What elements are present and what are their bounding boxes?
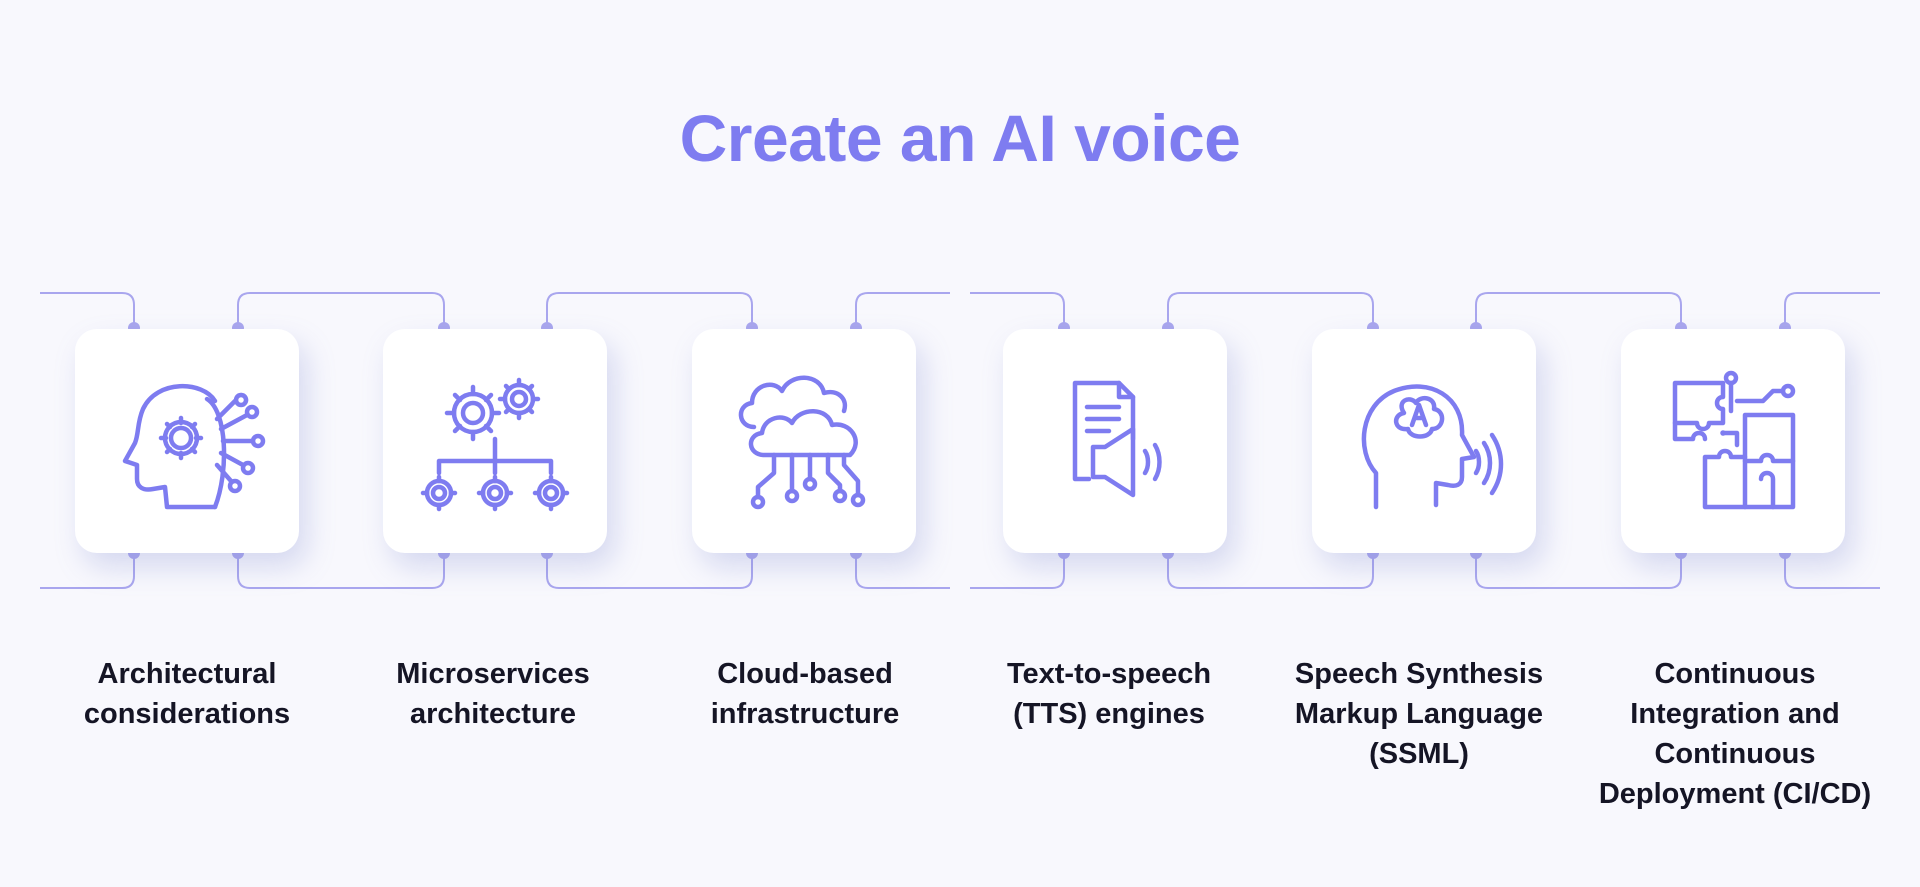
step-card-cicd	[1621, 329, 1845, 553]
connector-bottom-3	[855, 553, 950, 589]
step-card-architectural	[75, 329, 299, 553]
step-card-cloud	[692, 329, 916, 553]
connector-top-5	[1167, 292, 1374, 328]
document-speaker-icon	[1072, 380, 1162, 498]
connector-top-3	[855, 292, 950, 328]
connector-bottom-2	[546, 553, 753, 589]
connector-bottom-4	[970, 553, 1065, 589]
connector-top-1	[237, 292, 445, 328]
connector-top-6	[1475, 292, 1682, 328]
step-label-microservices: Microservices architecture	[396, 658, 590, 730]
step-card-ssml	[1312, 329, 1536, 553]
connector-bottom-5	[1167, 553, 1374, 589]
connector-top-4	[970, 292, 1065, 328]
connector-top-left-edge	[40, 292, 135, 328]
ai-head-speaking-icon	[1361, 384, 1504, 510]
step-label-tts: Text-to-speech (TTS) engines	[1006, 658, 1212, 730]
page-title: Create an AI voice	[679, 101, 1241, 175]
connector-bottom-6	[1475, 553, 1682, 589]
step-card-tts	[1003, 329, 1227, 553]
connector-top-2	[546, 292, 753, 328]
ai-head-gear-circuit-icon	[122, 383, 266, 510]
puzzle-circuit-icon	[1672, 370, 1796, 510]
cloud-network-icon	[738, 375, 866, 510]
step-card-microservices	[383, 329, 607, 553]
step-label-cicd: Continuous Integration and Continuous De…	[1598, 658, 1872, 810]
connector-bottom-left-edge	[40, 553, 135, 589]
step-label-cloud: Cloud-based infrastructure	[710, 658, 900, 730]
step-label-architectural: Architectural considerations	[83, 658, 291, 730]
gears-hierarchy-icon	[420, 377, 570, 512]
step-label-ssml: Speech Synthesis Markup Language (SSML)	[1294, 658, 1544, 770]
connector-bottom-1	[237, 553, 445, 589]
connector-bottom-right-edge	[1784, 553, 1880, 589]
connector-top-right-edge	[1784, 292, 1880, 328]
